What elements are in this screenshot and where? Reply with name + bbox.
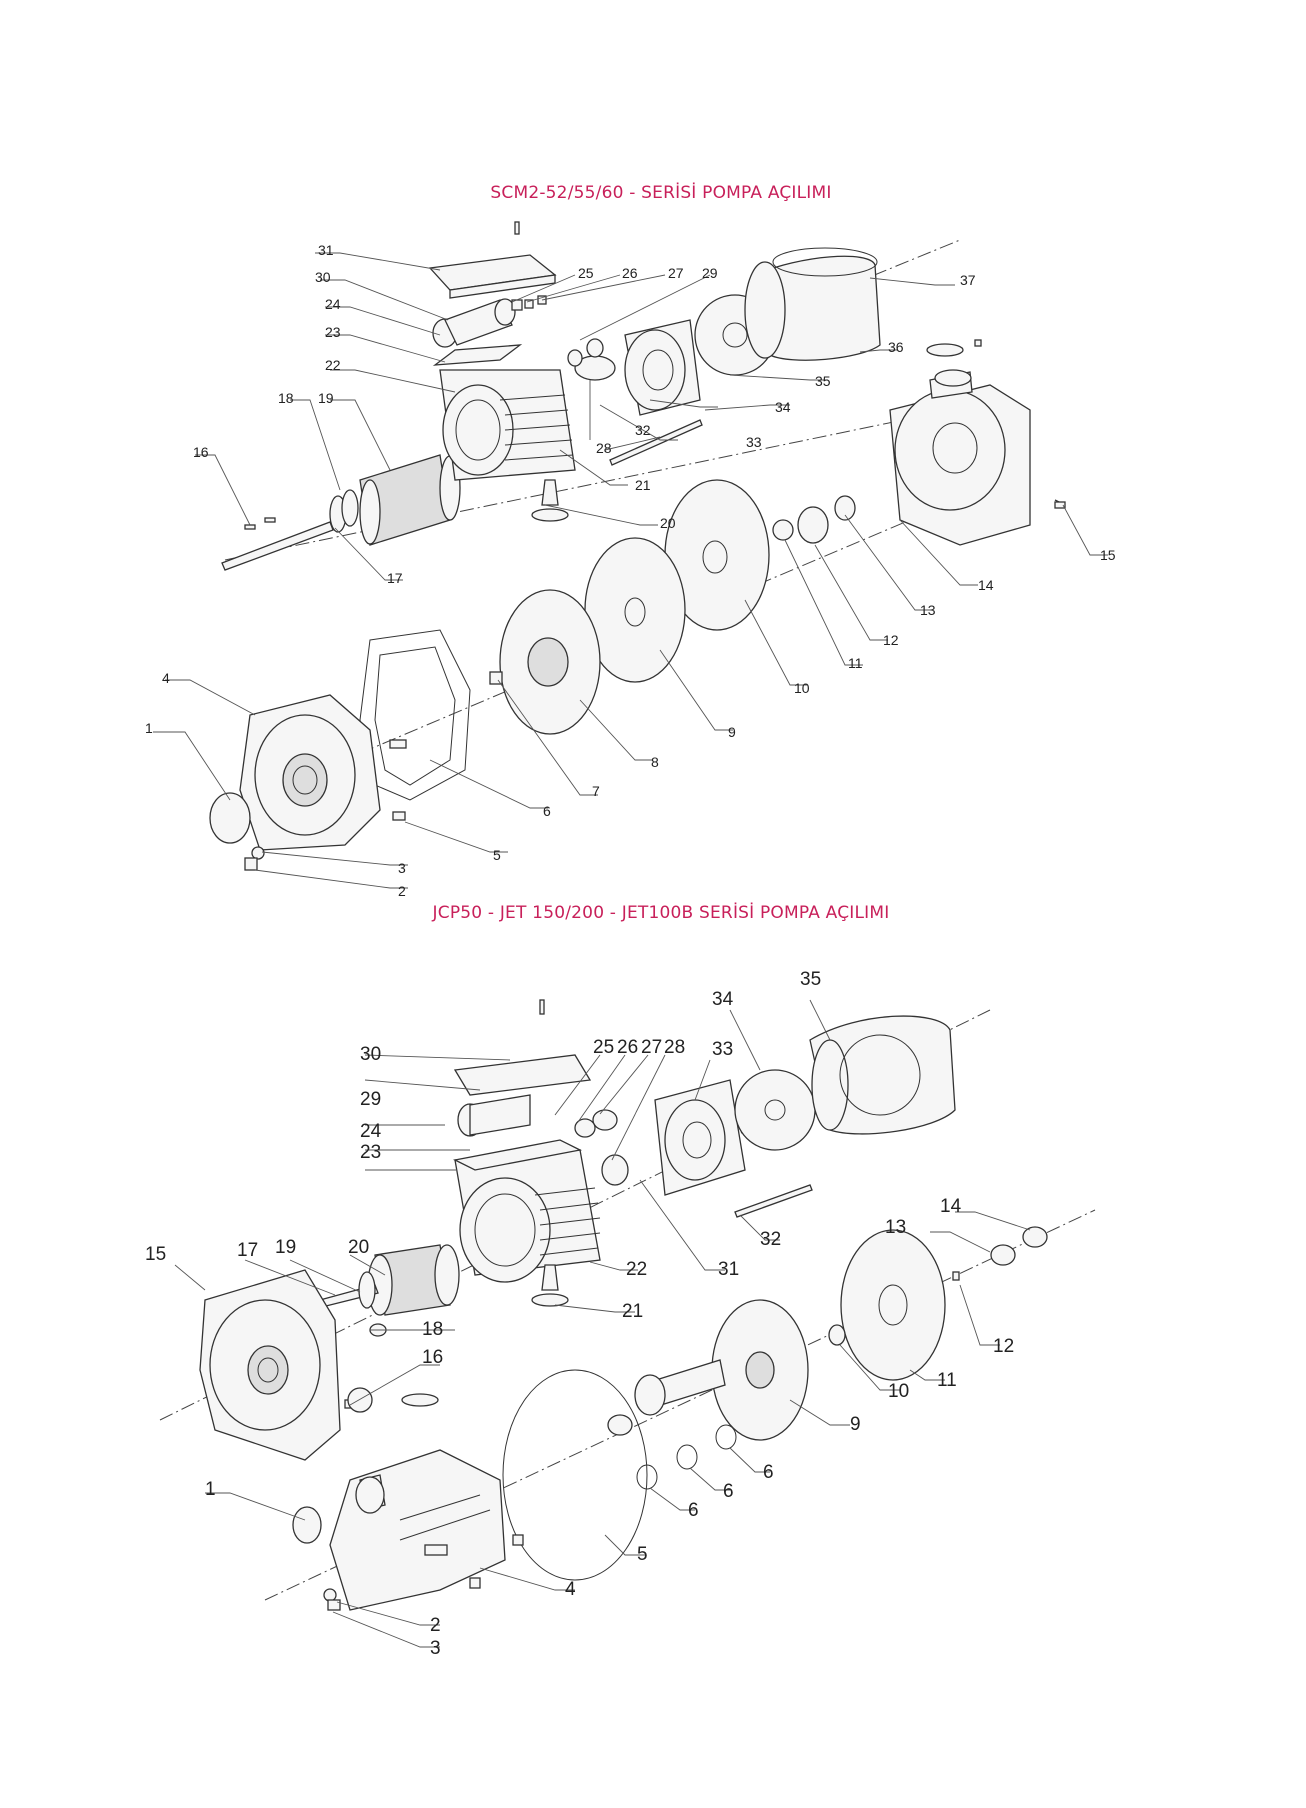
top-label-19: 19 (318, 390, 334, 406)
top-label-20: 20 (660, 515, 676, 531)
top-label-24: 24 (325, 296, 341, 312)
diagram-title-top: SCM2-52/55/60 - SERİSİ POMPA AÇILIMI (490, 183, 832, 203)
bottom-label-6c: 6 (763, 1462, 774, 1483)
top-motor-shaft (221, 454, 461, 571)
bottom-label-23: 23 (360, 1142, 381, 1163)
top-gasket (359, 629, 471, 801)
top-label-35: 35 (815, 373, 831, 389)
bottom-label-13: 13 (885, 1217, 906, 1238)
bottom-label-10: 10 (888, 1381, 909, 1402)
bottom-label-33: 33 (712, 1039, 733, 1060)
top-label-10: 10 (794, 680, 810, 696)
top-label-29: 29 (702, 265, 718, 281)
top-label-31: 31 (318, 242, 334, 258)
bottom-label-18: 18 (422, 1319, 443, 1340)
top-motor-body (432, 344, 576, 522)
top-label-2: 2 (398, 883, 406, 899)
top-label-3: 3 (398, 860, 406, 876)
diagram-title-bottom: JCP50 - JET 150/200 - JET100B SERİSİ POM… (432, 903, 890, 923)
top-label-9: 9 (728, 724, 736, 740)
bottom-label-20: 20 (348, 1237, 369, 1258)
bottom-label-22: 22 (626, 1259, 647, 1280)
bottom-label-5: 5 (637, 1544, 648, 1565)
top-label-25: 25 (578, 265, 594, 281)
bottom-label-27: 27 (641, 1037, 662, 1058)
bottom-label-12: 12 (993, 1336, 1014, 1357)
bottom-label-2: 2 (430, 1615, 441, 1636)
top-label-27: 27 (668, 265, 684, 281)
top-label-7: 7 (592, 783, 600, 799)
bottom-label-25: 25 (593, 1037, 614, 1058)
top-label-34: 34 (775, 399, 791, 415)
top-label-21: 21 (635, 477, 651, 493)
bottom-gasket (502, 1369, 648, 1581)
top-label-11: 11 (848, 655, 863, 671)
top-label-16: 16 (193, 444, 209, 460)
top-label-36: 36 (888, 339, 904, 355)
bottom-motor-body (452, 999, 601, 1307)
top-pump-body (209, 694, 406, 871)
bottom-label-31: 31 (718, 1259, 739, 1280)
bottom-label-1: 1 (205, 1479, 216, 1500)
top-mechanical-seal (772, 495, 856, 544)
bottom-label-26: 26 (617, 1037, 638, 1058)
top-label-28: 28 (596, 440, 612, 456)
top-label-26: 26 (622, 265, 638, 281)
top-label-1: 1 (145, 720, 153, 736)
top-label-33: 33 (746, 434, 762, 450)
top-label-6: 6 (543, 803, 551, 819)
bottom-pump-body (292, 1387, 524, 1611)
bottom-label-6b: 6 (723, 1481, 734, 1502)
bottom-impeller-stack (607, 1226, 1048, 1490)
top-terminal-box (428, 221, 557, 348)
top-label-32: 32 (635, 422, 651, 438)
bottom-label-14: 14 (940, 1196, 962, 1217)
bottom-label-29: 29 (360, 1089, 381, 1110)
bottom-label-17: 17 (237, 1240, 258, 1261)
top-label-5: 5 (493, 847, 501, 863)
top-label-37: 37 (960, 272, 976, 288)
top-exploded-view: 1 2 3 4 5 6 7 8 9 10 11 12 13 14 15 16 1… (145, 221, 1116, 899)
top-label-18: 18 (278, 390, 294, 406)
bottom-label-28: 28 (664, 1037, 685, 1058)
bottom-motor-bracket (199, 1269, 341, 1461)
top-label-23: 23 (325, 324, 341, 340)
top-pump-casing (889, 369, 1066, 546)
top-diffuser-impeller (489, 479, 770, 735)
bottom-label-34: 34 (712, 989, 734, 1010)
bottom-label-3: 3 (430, 1638, 441, 1659)
top-label-22: 22 (325, 357, 341, 373)
bottom-label-21: 21 (622, 1301, 643, 1322)
top-fan-assembly (567, 247, 982, 466)
top-label-4: 4 (162, 670, 170, 686)
bottom-label-35: 35 (800, 969, 821, 990)
bottom-fan-assembly (574, 1015, 956, 1218)
bottom-label-30: 30 (360, 1044, 381, 1065)
bottom-exploded-view: 1 2 3 4 5 6 6 6 9 10 11 12 13 14 15 16 1… (145, 969, 1096, 1659)
top-label-14: 14 (978, 577, 994, 593)
bottom-label-6a: 6 (688, 1500, 699, 1521)
top-label-12: 12 (883, 632, 899, 648)
bottom-label-32: 32 (760, 1229, 781, 1250)
bottom-label-16: 16 (422, 1347, 443, 1368)
bottom-part-labels: 1 2 3 4 5 6 6 6 9 10 11 12 13 14 15 16 1… (145, 969, 1014, 1659)
bottom-label-9: 9 (850, 1414, 861, 1435)
bottom-label-24: 24 (360, 1121, 382, 1142)
bottom-label-19: 19 (275, 1237, 296, 1258)
top-label-15: 15 (1100, 547, 1116, 563)
top-label-17: 17 (387, 570, 403, 586)
bottom-label-15: 15 (145, 1244, 166, 1265)
top-label-30: 30 (315, 269, 331, 285)
bottom-label-4: 4 (565, 1579, 576, 1600)
top-label-13: 13 (920, 602, 936, 618)
top-label-8: 8 (651, 754, 659, 770)
top-part-labels: 1 2 3 4 5 6 7 8 9 10 11 12 13 14 15 16 1… (145, 242, 1116, 899)
bottom-label-11: 11 (937, 1370, 957, 1391)
